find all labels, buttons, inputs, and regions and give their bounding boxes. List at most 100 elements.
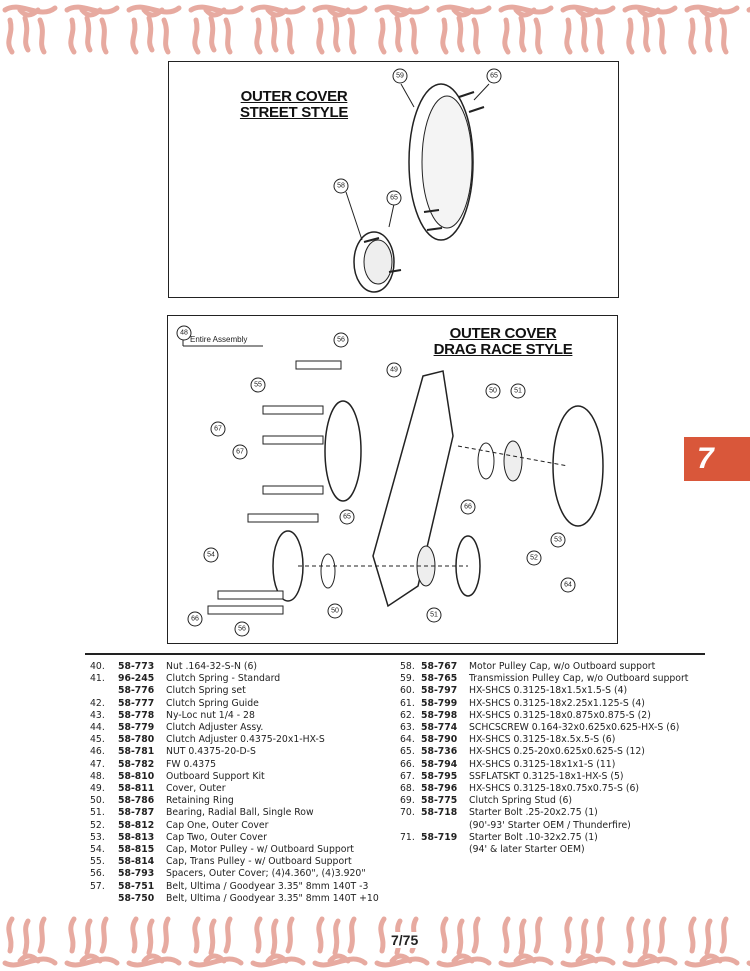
entire-assembly-label: Entire Assembly [190,335,248,344]
section-tab[interactable]: 7 [684,437,750,481]
callout: 49 [386,362,402,378]
part-number-index: 41. [90,673,105,685]
part-number-index: 64. [400,734,415,746]
part-description: SSFLATSKT 0.3125-18x1-HX-S (5) [469,770,624,782]
callout: 59 [392,68,408,84]
part-description: Retaining Ring [166,795,234,807]
part-number: 58-810 [118,770,155,782]
part-description: Belt, Ultima / Goodyear 3.35" 8mm 140T -… [166,880,369,892]
part-number: 58-811 [118,783,155,795]
drag-cover-drawing [182,336,604,615]
part-row: 67. 58-795 SSFLATSKT 0.3125-18x1-HX-S (5) [400,771,688,783]
part-row: 50. 58-786 Retaining Ring [90,795,379,807]
part-number-index: 57. [90,880,105,892]
part-description: Transmission Pulley Cap, w/o Outboard su… [469,673,689,685]
callout: 51 [510,383,526,399]
part-description: Cover, Outer [166,783,226,795]
callout: 52 [526,550,542,566]
part-description: HX-SHCS 0.3125-18x.5x.5-S (6) [469,734,616,746]
part-description: Ny-Loc nut 1/4 - 28 [166,709,255,721]
part-description: Clutch Spring Stud (6) [469,795,572,807]
callout: 48 [176,325,192,341]
part-number-index: 53. [90,831,105,843]
part-description: Clutch Adjuster Assy. [166,722,264,734]
part-number-index: 45. [90,734,105,746]
part-description: Spacers, Outer Cover; (4)4.360", (4)3.92… [166,868,366,880]
part-number: 58-775 [421,795,458,807]
part-number-index: 55. [90,856,105,868]
part-row: 49. 58-811 Cover, Outer [90,783,379,795]
street-style-diagram: OUTER COVER STREET STYLE 59 65 58 65 [168,61,619,298]
part-number-index: 58. [400,661,415,672]
part-description: HX-SHCS 0.3125-18x0.75x0.75-S (6) [469,783,639,795]
callout: 65 [339,509,355,525]
callout: 66 [187,611,203,627]
part-description: SCHCSCREW 0.164-32x0.625x0.625-HX-S (6) [469,722,680,734]
callout: 56 [234,621,250,637]
part-number-index [400,820,421,832]
part-description: Cap Two, Outer Cover [166,831,267,843]
part-number: 58-750 [118,892,155,904]
callout: 53 [550,532,566,548]
part-number-index: 50. [90,795,105,807]
callout: 56 [333,332,349,348]
part-description: Clutch Spring set [166,685,246,697]
part-description: Starter Bolt .25-20x2.75 (1) [469,807,598,819]
part-number [421,820,469,832]
part-number: 58-795 [421,770,458,782]
part-number-index: 49. [90,783,105,795]
part-description: HX-SHCS 0.3125-18x1x1-S (11) [469,758,616,770]
street-title-line1: OUTER COVER [240,88,348,105]
part-description: (90'-93' Starter OEM / Thunderfire) [469,819,631,831]
part-number-index: 67. [400,770,415,782]
part-description: Outboard Support Kit [166,770,265,782]
part-number-index: 43. [90,709,105,721]
part-number: 58-796 [421,783,458,795]
part-row: (90'-93' Starter OEM / Thunderfire) [400,820,688,832]
callout: 66 [460,499,476,515]
part-number: 58-793 [118,868,155,880]
part-number-index: 62. [400,709,415,721]
part-number: 58-767 [421,661,458,672]
callout: 65 [386,190,402,206]
part-number-index: 60. [400,685,415,697]
part-description: Clutch Adjuster 0.4375-20x1-HX-S [166,734,325,746]
part-number: 58-798 [421,709,458,721]
part-description: Clutch Spring Guide [166,697,259,709]
part-number-index: 52. [90,819,105,831]
part-number: 58-776 [118,685,155,697]
part-number: 58-786 [118,795,155,807]
part-description: Cap, Trans Pulley - w/ Outboard Support [166,856,352,868]
part-number-index [90,685,118,697]
bottom-flame-decoration [0,915,750,971]
part-number: 58-790 [421,734,458,746]
part-number-index: 46. [90,746,105,758]
part-description: (94' & later Starter OEM) [469,844,585,856]
callout: 50 [327,603,343,619]
part-row: 64. 58-790 HX-SHCS 0.3125-18x.5x.5-S (6) [400,734,688,746]
drag-title-line2: DRAG RACE STYLE [433,341,573,358]
part-row: 48. 58-810 Outboard Support Kit [90,771,379,783]
part-number: 58-797 [421,685,458,697]
callout: 58 [333,178,349,194]
callout: 67 [210,421,226,437]
part-number-index: 48. [90,770,105,782]
page-number: 7/75 [388,932,422,948]
callout: 55 [250,377,266,393]
part-number-index: 65. [400,746,415,758]
drag-race-diagram: Entire Assembly OUTER COVER DRAG RACE ST… [167,315,618,644]
part-description: Belt, Ultima / Goodyear 3.35" 8mm 140T +… [166,892,379,904]
